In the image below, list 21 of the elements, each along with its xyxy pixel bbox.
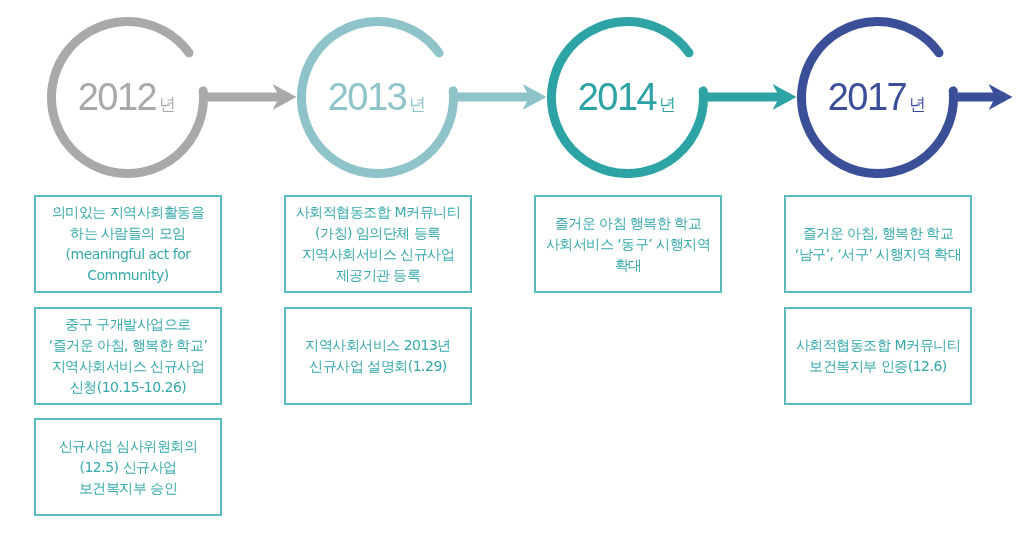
- event-box: [784, 307, 972, 405]
- event-box: [534, 195, 722, 293]
- arrow: [707, 84, 797, 110]
- event-text: 즐거운 아침, 행복한 학교 ‘남구’, ‘서구’ 시행지역 확대: [794, 224, 962, 264]
- event-text: 지역사회서비스 2013년 신규사업 설명회(1.29): [304, 336, 452, 376]
- event-box: [284, 307, 472, 405]
- event-text: 중구 구개발사업으로 ‘즐거운 아침, 행복한 학교’ 지역사회서비스 신규사업 신청(10.15-10.26): [47, 315, 209, 397]
- arrow: [457, 84, 547, 110]
- arrow: [957, 84, 1013, 110]
- event-text: 사회적협동조합 M커뮤니티 보건복지부 인증(12.6): [795, 336, 961, 376]
- event-text: 의미있는 지역사회활동을 하는 사람들의 모임 (meaningful act for Community): [50, 203, 206, 285]
- event-text: 사회적협동조합 M커뮤니티 (가칭) 임의단체 등록 지역사회서비스 신규사업 제공기관 등록: [295, 203, 461, 285]
- event-box: [34, 418, 222, 516]
- event-box: [34, 195, 222, 293]
- event-box: [784, 195, 972, 293]
- year-label: 2014년: [577, 78, 677, 116]
- event-text: 신규사업 심사위원회의(12.5) 신규사업 보건복지부 승인: [57, 436, 199, 498]
- arrow: [207, 84, 297, 110]
- event-text: 즐거운 아침 행복한 학교 사회서비스 ‘동구’ 시행지역 확대: [544, 213, 712, 275]
- event-box: [284, 195, 472, 293]
- event-box: [34, 307, 222, 405]
